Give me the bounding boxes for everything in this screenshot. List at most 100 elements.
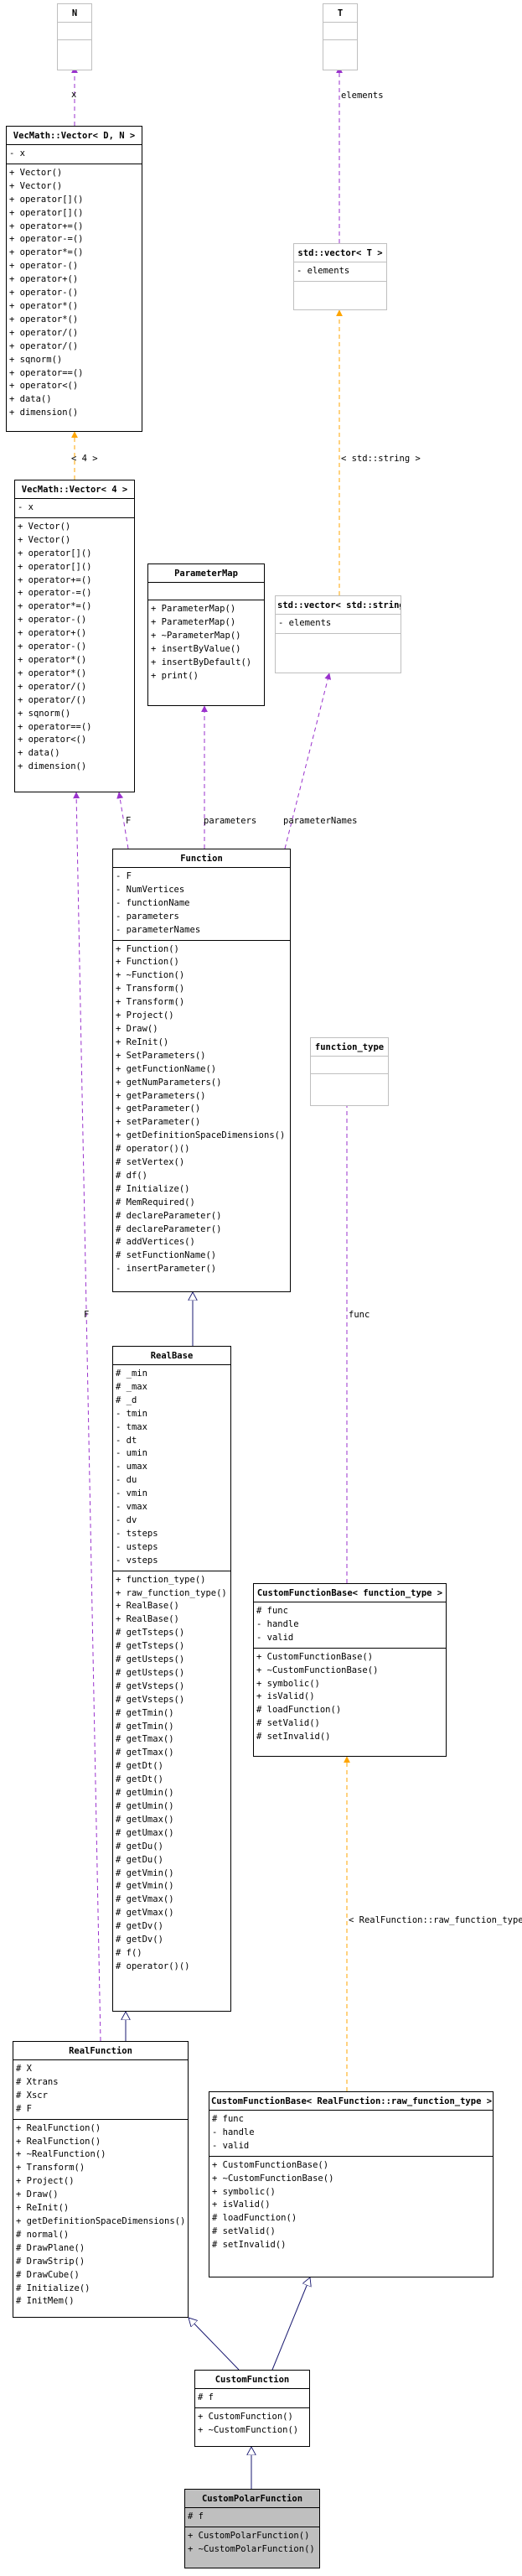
class-member: + operator[](): [18, 548, 92, 558]
class-member: + raw_function_type(): [116, 1587, 227, 1598]
class-member: - x: [18, 502, 34, 512]
class-title: Function: [180, 854, 223, 864]
class-member: # Initialize(): [116, 1183, 190, 1194]
class-title: VecMath::Vector< D, N >: [13, 131, 136, 141]
class-custom-function[interactable]: CustomFunction # f + CustomFunction()+ ~…: [194, 2370, 310, 2447]
class-member: # getDu(): [116, 1854, 163, 1865]
class-member: + ~CustomPolarFunction(): [188, 2543, 315, 2554]
class-member: + function_type(): [116, 1574, 206, 1585]
class-member: + operator*(): [18, 654, 87, 665]
class-member: - handle: [212, 2127, 255, 2137]
edge-function-f: [116, 792, 129, 849]
class-member: - vsteps: [116, 1555, 158, 1566]
class-function-type[interactable]: function_type: [310, 1037, 389, 1106]
class-member: + Vector(): [18, 521, 71, 532]
class-attributes: - x: [7, 144, 142, 164]
class-member: # df(): [116, 1170, 147, 1181]
class-member: # func: [212, 2114, 244, 2124]
class-custom-function-base-function-type[interactable]: CustomFunctionBase< function_type > # fu…: [253, 1583, 447, 1757]
class-methods: + Vector()+ Vector()+ operator[]()+ oper…: [7, 163, 142, 423]
class-member: - valid: [256, 1632, 294, 1643]
class-attributes: # func - handle - valid: [254, 1602, 446, 1648]
class-member: - dv: [116, 1514, 137, 1525]
class-member: # normal(): [16, 2229, 70, 2240]
class-member: + operator/(): [9, 340, 79, 351]
class-member: + operator-(): [9, 288, 79, 299]
class-custom-polar-function[interactable]: CustomPolarFunction # f + CustomPolarFun…: [184, 2489, 320, 2568]
class-member: # getTmin(): [116, 1721, 174, 1732]
class-member: + operator==(): [9, 367, 84, 378]
class-member: + operator/(): [9, 327, 79, 338]
class-member: # getVmax(): [116, 1908, 174, 1919]
class-attributes: # _min# _max# _d- tmin- tmax- dt- umin- …: [113, 1364, 230, 1571]
class-member: # declareParameter(): [116, 1210, 222, 1221]
class-member: # operator()(): [116, 1144, 190, 1155]
class-member: # getUmax(): [116, 1827, 174, 1838]
class-member: + RealFunction(): [16, 2122, 101, 2133]
class-member: - F: [116, 871, 132, 881]
edge-label-parameters: parameters: [204, 816, 257, 826]
class-member: # getUsteps(): [116, 1654, 185, 1665]
class-methods: + CustomFunction()+ ~CustomFunction(): [195, 2407, 309, 2440]
edge-inherit-customfunction-realfunction: [189, 2318, 240, 2371]
class-member: - parameters: [116, 911, 179, 922]
class-member: # getDv(): [116, 1921, 163, 1932]
class-member: + data(): [18, 748, 60, 759]
class-member: # setFunctionName(): [116, 1250, 217, 1261]
class-title: std::vector< std::string >: [277, 600, 401, 610]
class-std-vector-t[interactable]: std::vector< T > - elements: [293, 243, 387, 310]
edge-inherit-customfunction-cfbraw: [271, 2277, 310, 2371]
class-member: + ~Function(): [116, 970, 185, 981]
class-member: # func: [256, 1606, 288, 1616]
class-attributes: # X# Xtrans# Xscr# F: [13, 2059, 188, 2119]
class-parameter-map[interactable]: ParameterMap + ParameterMap()+ Parameter…: [147, 564, 265, 706]
class-member: # getTsteps(): [116, 1641, 185, 1652]
class-member: + ParameterMap(): [151, 604, 236, 614]
class-vector-4[interactable]: VecMath::Vector< 4 > - x + Vector()+ Vec…: [14, 480, 135, 792]
class-member: - tmin: [116, 1408, 147, 1419]
class-title: N: [71, 8, 78, 18]
class-std-vector-string[interactable]: std::vector< std::string > - elements: [275, 595, 401, 673]
class-methods: + CustomFunctionBase()+ ~CustomFunctionB…: [209, 2155, 493, 2255]
class-vector-d-n[interactable]: VecMath::Vector< D, N > - x + Vector()+ …: [6, 126, 142, 432]
class-member: + CustomPolarFunction(): [188, 2530, 310, 2541]
class-title: std::vector< T >: [297, 248, 383, 258]
class-member: + setParameter(): [116, 1117, 201, 1128]
class-t[interactable]: T: [323, 3, 358, 70]
class-member: # _max: [116, 1381, 147, 1392]
class-member: + Vector(): [18, 534, 71, 545]
class-member: # DrawPlane(): [16, 2242, 85, 2253]
class-realbase[interactable]: RealBase # _min# _max# _d- tmin- tmax- d…: [112, 1346, 231, 2012]
class-title: RealBase: [150, 1351, 194, 1361]
class-member: + operator[](): [9, 207, 84, 218]
class-member: + operator+=(): [9, 221, 84, 231]
class-member: + Transform(): [116, 984, 185, 995]
class-member: + isValid(): [256, 1691, 315, 1702]
class-member: + getDefinitionSpaceDimensions(): [116, 1130, 286, 1141]
class-member: - handle: [256, 1618, 299, 1629]
class-function[interactable]: Function - F- NumVertices- functionName-…: [112, 849, 291, 1292]
class-member: + CustomFunction(): [198, 2411, 293, 2422]
class-attributes: - F- NumVertices- functionName- paramete…: [113, 867, 290, 940]
class-member: + ReInit(): [16, 2203, 70, 2214]
class-member: # Xtrans: [16, 2076, 59, 2087]
class-member: + symbolic(): [256, 1678, 320, 1689]
class-attributes: # f: [185, 2507, 319, 2527]
class-methods: + Vector() + Vector() + operator[]() + oper…: [15, 517, 134, 776]
class-member: + operator*(): [9, 314, 79, 325]
class-methods: [58, 39, 91, 57]
class-custom-function-base-raw[interactable]: CustomFunctionBase< RealFunction::raw_fu…: [209, 2091, 494, 2277]
class-member: + CustomFunctionBase(): [212, 2159, 329, 2170]
edge-label-function-f: F: [126, 816, 132, 826]
class-member: - tsteps: [116, 1528, 158, 1539]
class-member: # getVmin(): [116, 1867, 174, 1878]
class-member: # setVertex(): [116, 1157, 185, 1168]
class-realfunction[interactable]: RealFunction # X# Xtrans# Xscr# F + Real…: [13, 2041, 189, 2318]
class-title: RealFunction: [69, 2046, 132, 2056]
class-member: - umin: [116, 1448, 147, 1459]
class-member: + operator-=(): [9, 234, 84, 245]
class-attributes: [58, 22, 91, 39]
class-title: ParameterMap: [174, 569, 238, 579]
class-n[interactable]: N: [57, 3, 92, 70]
